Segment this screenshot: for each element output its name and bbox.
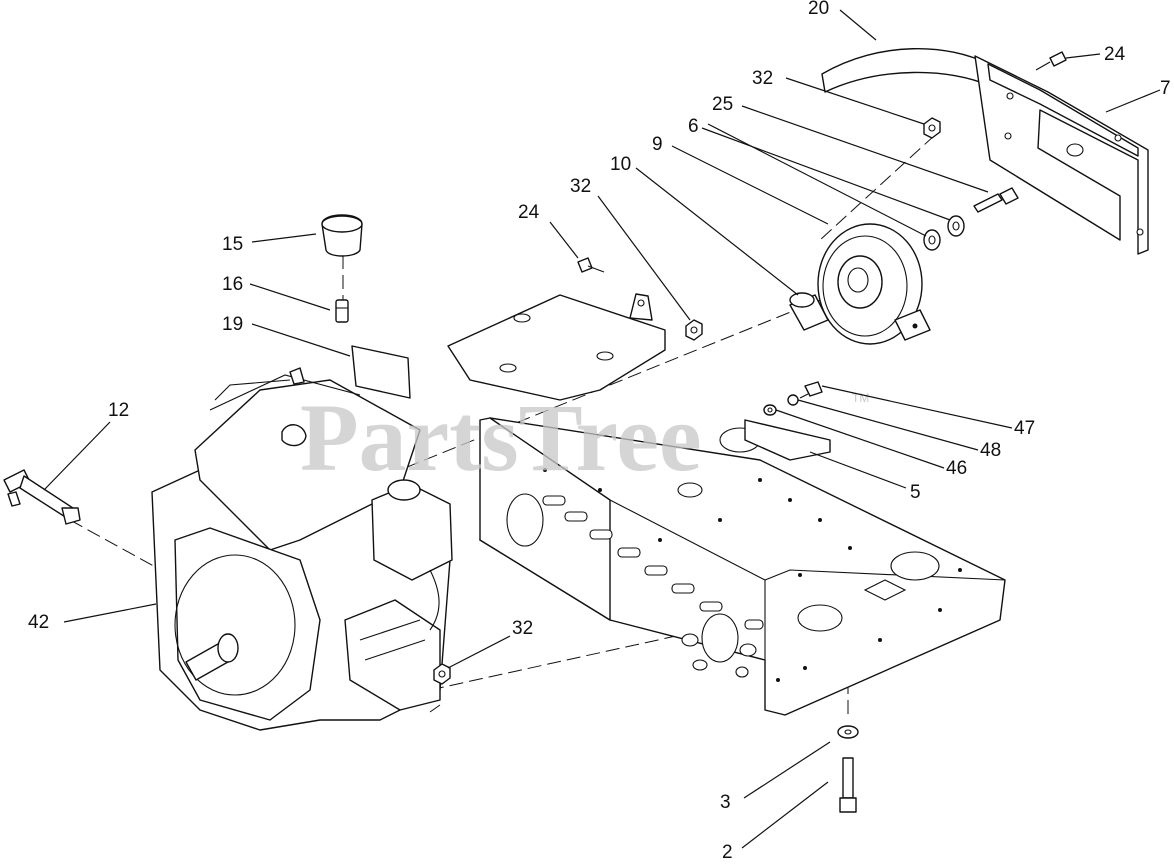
washers-6 (923, 215, 965, 251)
electric-clutch (817, 223, 931, 345)
callout-24-top: 24 (1104, 44, 1126, 65)
callout-15: 15 (222, 234, 243, 255)
nut-32-bottom (433, 663, 451, 685)
nut-32-middle (685, 319, 703, 341)
callout-2: 2 (722, 842, 733, 863)
frame (479, 417, 1006, 716)
hardware-46-47-48 (763, 381, 823, 416)
bolt-25 (973, 187, 1019, 213)
fitting-16 (335, 299, 349, 323)
engine (151, 367, 453, 731)
fitting-12 (3, 469, 81, 525)
callout-16: 16 (222, 274, 243, 295)
washer-3 (837, 725, 859, 739)
leader-lines (43, 9, 1161, 849)
callout-20: 20 (808, 0, 829, 19)
frame-bracket (744, 419, 831, 461)
bolt-24-top (1035, 51, 1067, 71)
callout-24-middle: 24 (518, 202, 540, 223)
callout-7: 7 (1160, 78, 1171, 99)
bolt-2 (839, 757, 857, 813)
callout-48: 48 (980, 440, 1001, 461)
callout-12: 12 (108, 400, 129, 421)
callout-5: 5 (910, 482, 921, 503)
callout-47: 47 (1014, 418, 1035, 439)
callout-labels: 20 24 7 32 25 6 9 10 32 24 15 16 19 12 4… (28, 0, 1171, 863)
decal-19 (351, 345, 411, 399)
callout-42: 42 (28, 612, 49, 633)
watermark: PartsTree (300, 384, 702, 491)
callout-6: 6 (688, 116, 699, 137)
bolt-24-middle (577, 257, 605, 273)
callout-32-bottom: 32 (512, 618, 533, 639)
callout-10: 10 (610, 154, 631, 175)
watermark-trademark: TM (852, 391, 869, 405)
spacer-10 (789, 292, 829, 331)
nut-32-top (923, 117, 941, 139)
callout-19: 19 (222, 314, 243, 335)
callout-3: 3 (720, 792, 731, 813)
callout-46: 46 (946, 458, 967, 479)
callout-9: 9 (652, 134, 663, 155)
callout-25: 25 (712, 94, 733, 115)
cap-15 (321, 214, 363, 257)
clutch-bracket (821, 48, 1149, 255)
engine-mount-plate (447, 293, 666, 401)
callout-32-middle: 32 (570, 176, 591, 197)
callout-32-top: 32 (752, 68, 773, 89)
